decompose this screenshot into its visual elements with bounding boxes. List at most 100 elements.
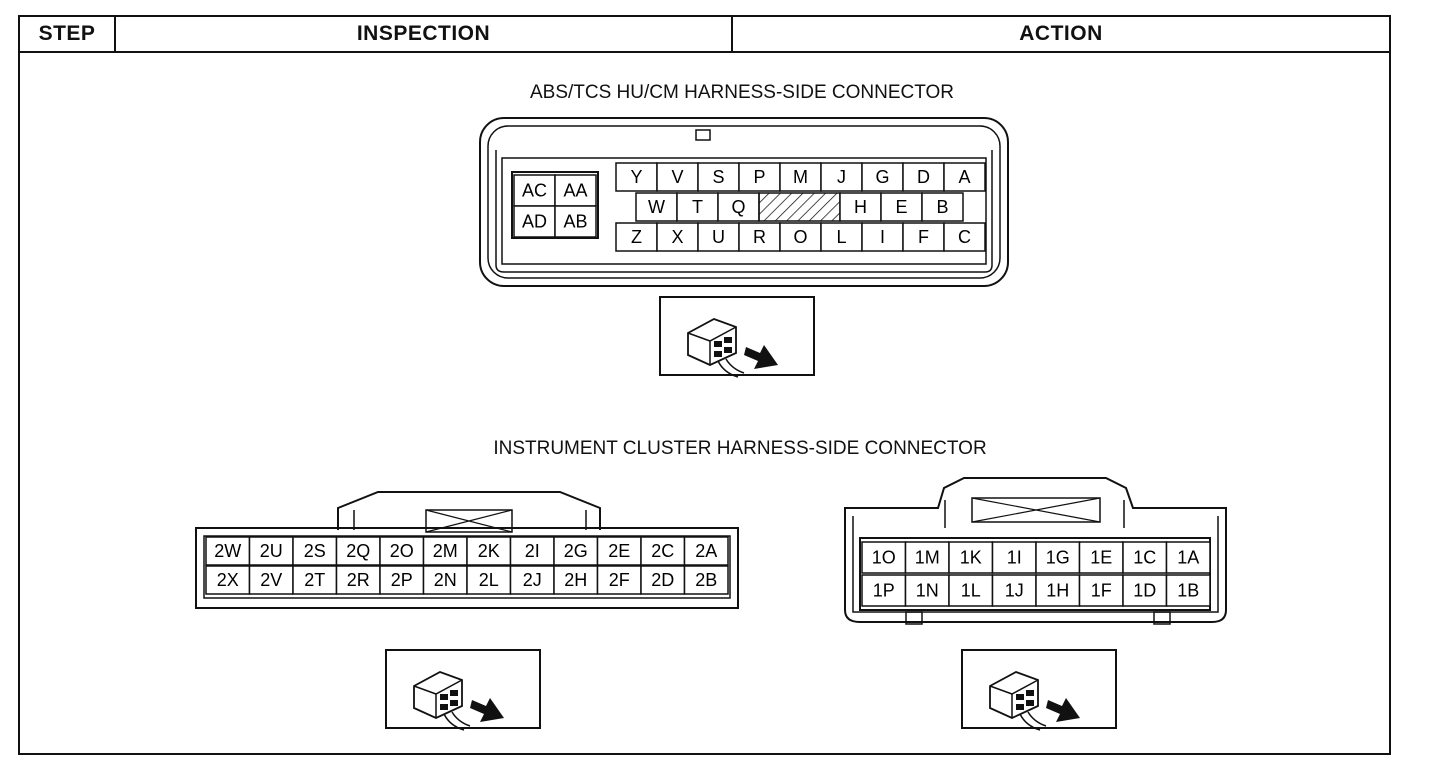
- pin-Z: Z: [615, 222, 658, 252]
- pin-2H: 2H: [553, 565, 599, 595]
- pin-1D-label: 1D: [1133, 581, 1156, 601]
- pin-AA: AA: [554, 174, 597, 207]
- cluster-connector-title: INSTRUMENT CLUSTER HARNESS-SIDE CONNECTO…: [493, 438, 987, 459]
- pin-1J: 1J: [991, 574, 1037, 607]
- pin-2B-label: 2B: [695, 570, 717, 590]
- pin-B-label: B: [936, 197, 948, 217]
- pin-2B: 2B: [683, 565, 729, 595]
- pin-W-label: W: [648, 197, 665, 217]
- pin-T: T: [676, 192, 719, 222]
- pin-O: O: [779, 222, 822, 252]
- pin-V-label: V: [671, 167, 683, 187]
- pin-2Q-label: 2Q: [346, 541, 370, 561]
- pin-2G: 2G: [553, 536, 599, 566]
- action-column-header: ACTION: [733, 17, 1389, 53]
- pin-1A-label: 1A: [1177, 548, 1199, 568]
- pin-D: D: [902, 162, 945, 192]
- pin-1I-label: 1I: [1007, 548, 1022, 568]
- pin-cavity-plugged: [758, 192, 841, 222]
- pin-2U-label: 2U: [260, 541, 283, 561]
- pin-1I: 1I: [991, 541, 1037, 574]
- pin-U: U: [697, 222, 740, 252]
- pin-AA-label: AA: [563, 181, 587, 201]
- pin-H: H: [839, 192, 882, 222]
- pin-1N: 1N: [904, 574, 950, 607]
- pin-E: E: [880, 192, 923, 222]
- pin-G: G: [861, 162, 904, 192]
- pin-1P: 1P: [861, 574, 907, 607]
- pin-Y-label: Y: [630, 167, 642, 187]
- pin-S: S: [697, 162, 740, 192]
- pin-2T: 2T: [292, 565, 338, 595]
- pin-AB-label: AB: [563, 212, 587, 232]
- connector-harness-side-icon: [961, 649, 1117, 731]
- pin-2J-label: 2J: [523, 570, 542, 590]
- pin-2X: 2X: [205, 565, 251, 595]
- pin-Q-label: Q: [731, 197, 745, 217]
- connector-harness-side-icon: [385, 649, 541, 731]
- pin-A: A: [943, 162, 986, 192]
- pin-2V: 2V: [248, 565, 294, 595]
- pin-2D-label: 2D: [651, 570, 674, 590]
- pin-X-label: X: [671, 227, 683, 247]
- pin-M-label: M: [793, 167, 808, 187]
- pin-H-label: H: [854, 197, 867, 217]
- pin-AB: AB: [554, 205, 597, 238]
- pin-AC-label: AC: [522, 181, 547, 201]
- pin-2K-label: 2K: [478, 541, 500, 561]
- pin-2R: 2R: [335, 565, 381, 595]
- pin-2V-label: 2V: [260, 570, 282, 590]
- pin-C-label: C: [958, 227, 971, 247]
- pin-AD-label: AD: [522, 212, 547, 232]
- pin-F: F: [902, 222, 945, 252]
- inspection-table: ST E P INSPECTION ACTION: [18, 15, 1391, 755]
- pin-L: L: [820, 222, 863, 252]
- pin-1O-label: 1O: [872, 548, 896, 568]
- pin-2H-label: 2H: [564, 570, 587, 590]
- pin-2K: 2K: [466, 536, 512, 566]
- pin-2O-label: 2O: [390, 541, 414, 561]
- pin-U-label: U: [712, 227, 725, 247]
- pin-AC: AC: [513, 174, 556, 207]
- pin-X: X: [656, 222, 699, 252]
- pin-I: I: [861, 222, 904, 252]
- pin-P: P: [738, 162, 781, 192]
- pin-2L: 2L: [466, 565, 512, 595]
- pin-1H-label: 1H: [1046, 581, 1069, 601]
- pin-AD: AD: [513, 205, 556, 238]
- pin-J-label: J: [837, 167, 846, 187]
- pin-2S: 2S: [292, 536, 338, 566]
- pin-1P-label: 1P: [873, 581, 895, 601]
- pin-C: C: [943, 222, 986, 252]
- pin-2P: 2P: [379, 565, 425, 595]
- pin-1F: 1F: [1078, 574, 1124, 607]
- pin-2A-label: 2A: [695, 541, 717, 561]
- pin-1L: 1L: [948, 574, 994, 607]
- pin-1B: 1B: [1165, 574, 1211, 607]
- pin-1L-label: 1L: [961, 581, 981, 601]
- pin-V: V: [656, 162, 699, 192]
- pin-P-label: P: [753, 167, 765, 187]
- pin-2W-label: 2W: [214, 541, 241, 561]
- pin-1K: 1K: [948, 541, 994, 574]
- pin-2F: 2F: [596, 565, 642, 595]
- pin-1G-label: 1G: [1046, 548, 1070, 568]
- inspection-column-header: INSPECTION: [116, 17, 733, 53]
- pin-1G: 1G: [1035, 541, 1081, 574]
- pin-1D: 1D: [1122, 574, 1168, 607]
- pin-2E-label: 2E: [608, 541, 630, 561]
- pin-1H: 1H: [1035, 574, 1081, 607]
- pin-2X-label: 2X: [217, 570, 239, 590]
- pin-2Q: 2Q: [335, 536, 381, 566]
- pin-2T-label: 2T: [304, 570, 325, 590]
- pin-O-label: O: [793, 227, 807, 247]
- pin-2R-label: 2R: [347, 570, 370, 590]
- pin-2L-label: 2L: [479, 570, 499, 590]
- pin-2O: 2O: [379, 536, 425, 566]
- pin-2D: 2D: [640, 565, 686, 595]
- pin-L-label: L: [836, 227, 846, 247]
- pin-M: M: [779, 162, 822, 192]
- pin-1N-label: 1N: [916, 581, 939, 601]
- pin-1J-label: 1J: [1005, 581, 1024, 601]
